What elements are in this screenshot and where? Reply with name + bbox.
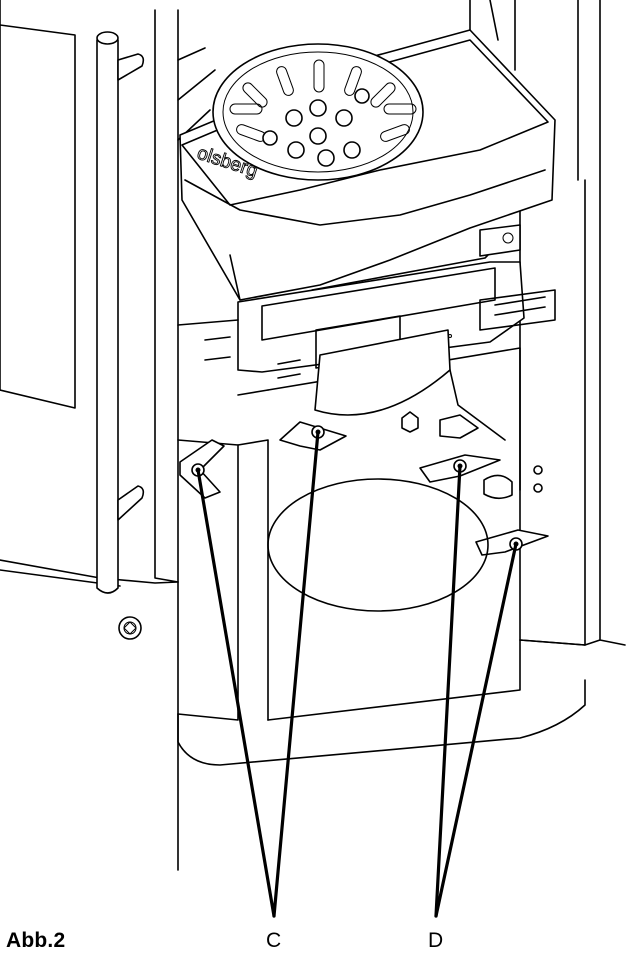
left-door-panel [0,0,179,871]
mounting-brackets [179,414,549,556]
floor-opening [267,478,489,612]
figure-title: Abb.2 [6,929,66,952]
stone-tray: olsberg [179,29,556,301]
callout-label-d: D [428,929,444,952]
control-housing [237,224,556,373]
leader-lines-c [196,430,320,918]
burner-cylinder [314,329,506,441]
leader-lines-d [434,464,518,918]
callout-label-c: C [266,929,282,952]
door-handle [96,31,145,594]
panel-screw-icon [118,616,142,640]
